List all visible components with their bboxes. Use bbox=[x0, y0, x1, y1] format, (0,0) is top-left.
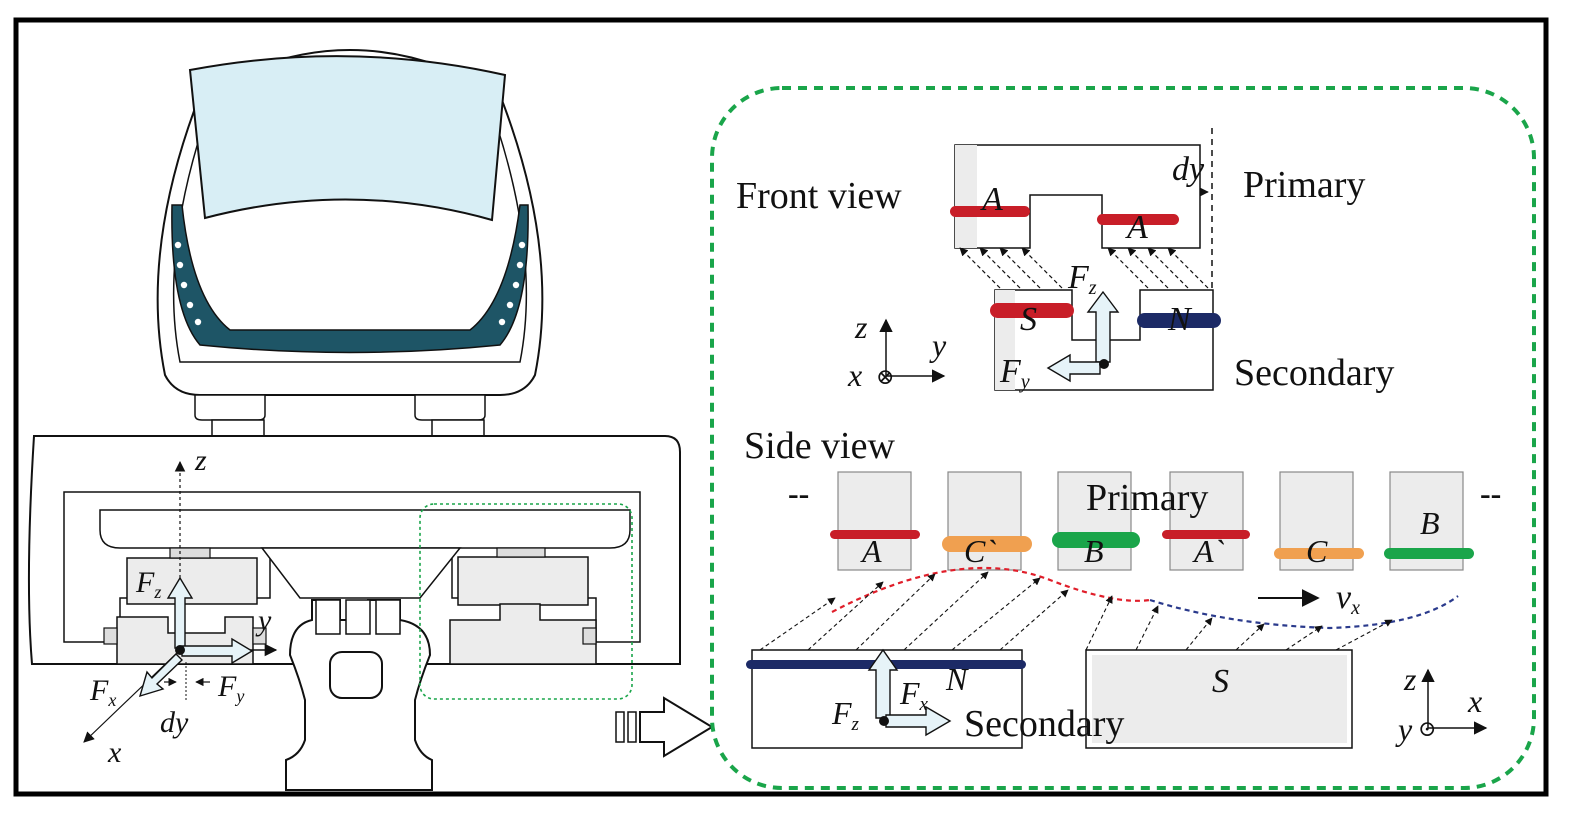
guideway-lower bbox=[260, 547, 462, 599]
side-view-title: Side view bbox=[744, 425, 895, 467]
side-coil-2 bbox=[942, 536, 1032, 552]
front-view: Front view Primary Secondary dy A A S N bbox=[736, 128, 1394, 394]
side-velocity-label: vx bbox=[1336, 579, 1360, 619]
vehicle-fz-arrow bbox=[166, 576, 194, 649]
svg-text:N: N bbox=[945, 661, 969, 697]
windshield bbox=[188, 55, 507, 222]
vehicle-fx-arrow bbox=[138, 653, 184, 698]
zoom-region bbox=[419, 503, 633, 700]
left-primary-block bbox=[126, 557, 258, 605]
side-fx-label: Fx bbox=[899, 675, 929, 715]
side-coil-label-3: B bbox=[1084, 533, 1104, 569]
lights-band bbox=[171, 204, 529, 354]
front-dy-label: dy bbox=[1172, 151, 1205, 188]
side-coil-label-2: C` bbox=[964, 533, 996, 569]
front-coil-right bbox=[1097, 214, 1179, 225]
vehicle-fy-label: Fy bbox=[217, 670, 244, 706]
front-fy-arrow bbox=[1046, 353, 1101, 383]
svg-text:N: N bbox=[1167, 301, 1193, 338]
pillar-hole bbox=[329, 651, 383, 699]
side-view-primary-label: Primary bbox=[1086, 477, 1208, 519]
svg-text:⊗: ⊗ bbox=[876, 364, 894, 389]
svg-text:A: A bbox=[1125, 209, 1148, 246]
vehicle-axis-z: z bbox=[194, 444, 207, 477]
vehicle-axis-y: y bbox=[255, 604, 272, 637]
vehicle-fz-label: Fz bbox=[135, 566, 161, 602]
side-fz-arrow bbox=[867, 648, 899, 719]
side-coil-label-1: A bbox=[860, 533, 882, 569]
side-fx-arrow bbox=[885, 705, 952, 737]
svg-text:z: z bbox=[1403, 661, 1417, 697]
zoom-panel-border bbox=[710, 86, 1536, 790]
svg-text:y: y bbox=[1395, 711, 1413, 747]
svg-text:S: S bbox=[1020, 301, 1037, 338]
zoom-arrow bbox=[615, 696, 714, 758]
side-view-secondary-label: Secondary bbox=[964, 703, 1124, 745]
front-view-primary-label: Primary bbox=[1243, 164, 1365, 206]
side-fz-label: Fz bbox=[831, 695, 860, 735]
svg-text:x: x bbox=[847, 357, 862, 393]
support-left bbox=[194, 394, 266, 421]
side-coil-6 bbox=[1384, 548, 1474, 559]
svg-text:⊙: ⊙ bbox=[1418, 716, 1436, 741]
front-view-title: Front view bbox=[736, 175, 902, 217]
svg-text:x: x bbox=[1467, 683, 1482, 719]
headlight-dots bbox=[174, 241, 526, 326]
front-pole-n bbox=[1137, 313, 1221, 328]
side-coil-4 bbox=[1162, 530, 1250, 539]
svg-text:z: z bbox=[854, 309, 868, 345]
side-view-ellipsis-right: -- bbox=[1480, 475, 1501, 511]
field-wave-blue bbox=[1149, 595, 1459, 630]
side-coil-3 bbox=[1052, 532, 1140, 548]
vehicle-axis-x: x bbox=[107, 736, 122, 769]
side-coil-1 bbox=[830, 530, 920, 539]
side-coil-label-5: C bbox=[1306, 533, 1328, 569]
guideway-beam bbox=[99, 509, 631, 549]
vehicle-dy-label: dy bbox=[160, 706, 189, 739]
vehicle-front-illustration: z y x Fz Fy Fx dy bbox=[27, 49, 681, 791]
side-view-ellipsis-left: -- bbox=[788, 475, 809, 511]
side-coil-5 bbox=[1274, 548, 1364, 559]
support-right bbox=[414, 394, 486, 421]
side-coil-label-4: A` bbox=[1192, 533, 1225, 569]
side-view: Side view -- -- Primary A C` B A` C B v bbox=[744, 425, 1501, 749]
front-fz-label: Fz bbox=[1067, 259, 1097, 299]
front-coil-left bbox=[950, 206, 1030, 217]
front-fy-label: Fy bbox=[999, 353, 1030, 393]
right-primary-block bbox=[457, 556, 589, 606]
svg-text:A: A bbox=[980, 181, 1003, 218]
front-fz-arrow bbox=[1086, 290, 1120, 363]
front-view-secondary-label: Secondary bbox=[1234, 352, 1394, 394]
right-secondary-block bbox=[449, 603, 597, 665]
front-pole-s bbox=[990, 303, 1074, 318]
side-coil-label-6: B bbox=[1420, 505, 1440, 541]
svg-text:y: y bbox=[929, 327, 947, 363]
vehicle-fx-label: Fx bbox=[89, 674, 116, 710]
vehicle-fy-arrow bbox=[181, 637, 254, 665]
svg-text:S: S bbox=[1212, 663, 1229, 700]
field-wave-red bbox=[831, 566, 1151, 613]
